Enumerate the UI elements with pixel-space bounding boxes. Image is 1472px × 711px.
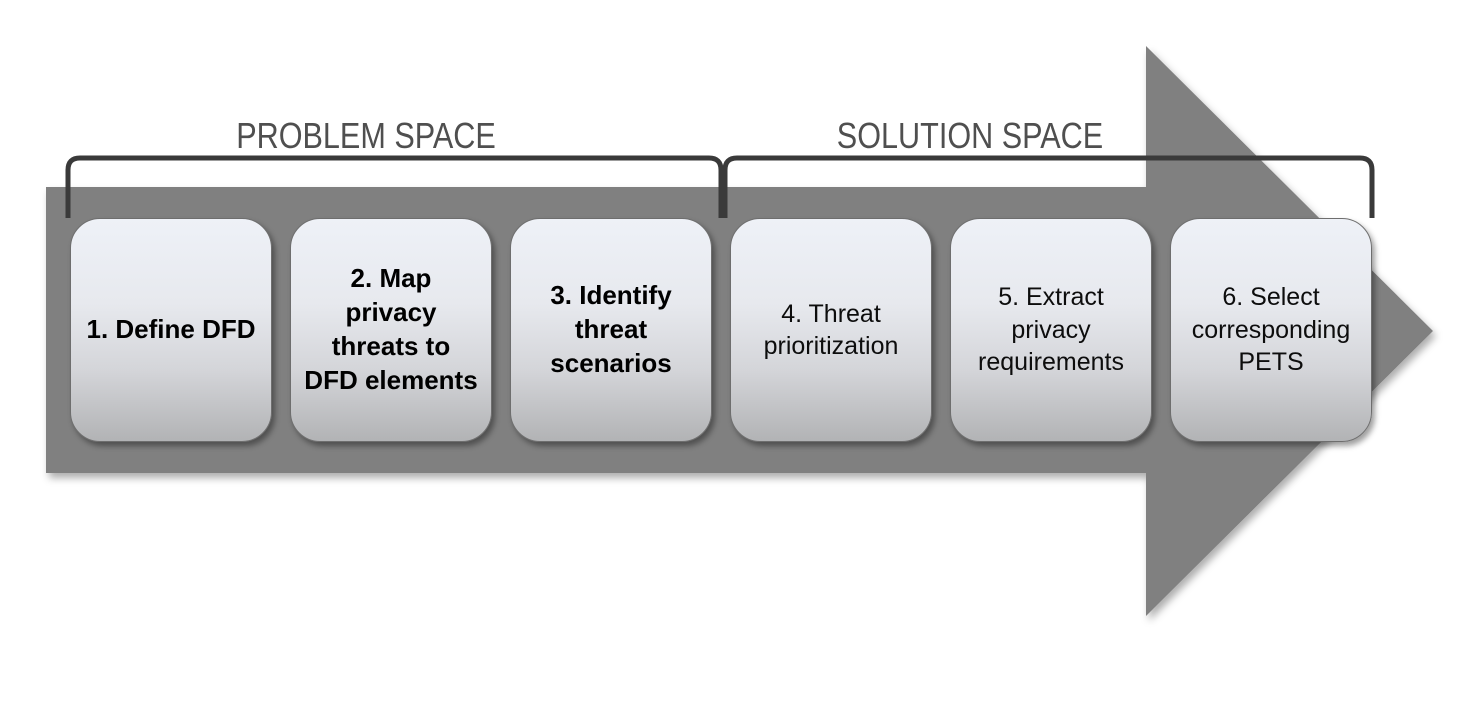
- step-box-6-select-corresponding-pets: 6. Select corresponding PETS: [1170, 218, 1372, 442]
- step-box-4-threat-prioritization: 4. Threat prioritization: [730, 218, 932, 442]
- step-box-2-map-privacy-threats: 2. Map privacy threats to DFD elements: [290, 218, 492, 442]
- step-box-1-define-dfd: 1. Define DFD: [70, 218, 272, 442]
- solution-space-bracket: [722, 155, 1375, 218]
- step-box-3-identify-threat-scenarios: 3. Identify threat scenarios: [510, 218, 712, 442]
- problem-space-bracket: [65, 155, 724, 218]
- problem-space-label: PROBLEM SPACE: [236, 115, 496, 156]
- solution-space-label: SOLUTION SPACE: [836, 115, 1104, 156]
- step-box-5-extract-privacy-requirements: 5. Extract privacy requirements: [950, 218, 1152, 442]
